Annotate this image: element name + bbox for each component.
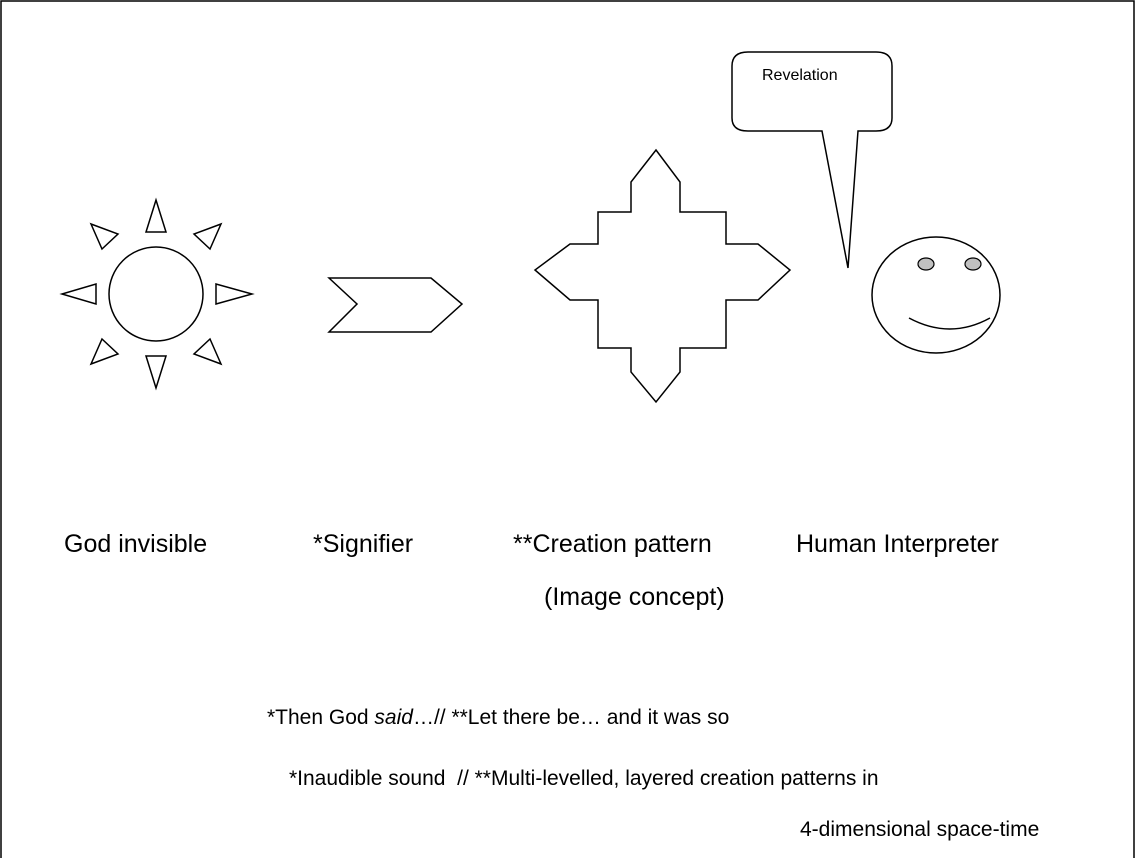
bubble-label: Revelation	[762, 67, 838, 84]
label-signifier: *Signifier	[313, 530, 414, 558]
label-creation-pattern: **Creation pattern	[513, 530, 712, 558]
note-line-3: 4-dimensional space-time	[800, 818, 1040, 841]
left-eye	[917, 257, 935, 271]
sun-ray-left	[59, 282, 97, 306]
sun-ray-bottom	[144, 355, 168, 391]
note-line-1-said: said	[374, 706, 413, 729]
sun-ray-top	[144, 197, 168, 233]
sun-ray-bottom-left	[89, 337, 120, 366]
chevron-arrow-icon	[327, 277, 464, 333]
sun-ray-right	[215, 283, 255, 305]
sun-core	[108, 246, 204, 342]
note-line-1-start: *Then God	[267, 706, 375, 729]
label-image-concept: (Image concept)	[544, 583, 725, 611]
right-eye	[964, 257, 982, 271]
speech-bubble-icon	[731, 51, 893, 269]
label-god-invisible: God invisible	[64, 530, 208, 558]
sun-ray-top-left	[89, 222, 120, 251]
sun-ray-top-right	[192, 222, 223, 251]
four-way-arrow-icon	[533, 148, 792, 404]
note-line-2: *Inaudible sound // **Multi-levelled, la…	[289, 767, 879, 790]
note-line-1-end: …// **Let there be… and it was so	[412, 706, 730, 729]
label-human-interpreter: Human Interpreter	[796, 530, 999, 558]
smile-mouth	[908, 317, 991, 330]
note-line-1: *Then God said…// **Let there be… and it…	[267, 706, 729, 730]
smiley-face-icon	[871, 236, 1001, 354]
sun-icon	[59, 197, 255, 391]
sun-ray-bottom-right	[192, 337, 223, 366]
face-outline	[871, 236, 1001, 354]
